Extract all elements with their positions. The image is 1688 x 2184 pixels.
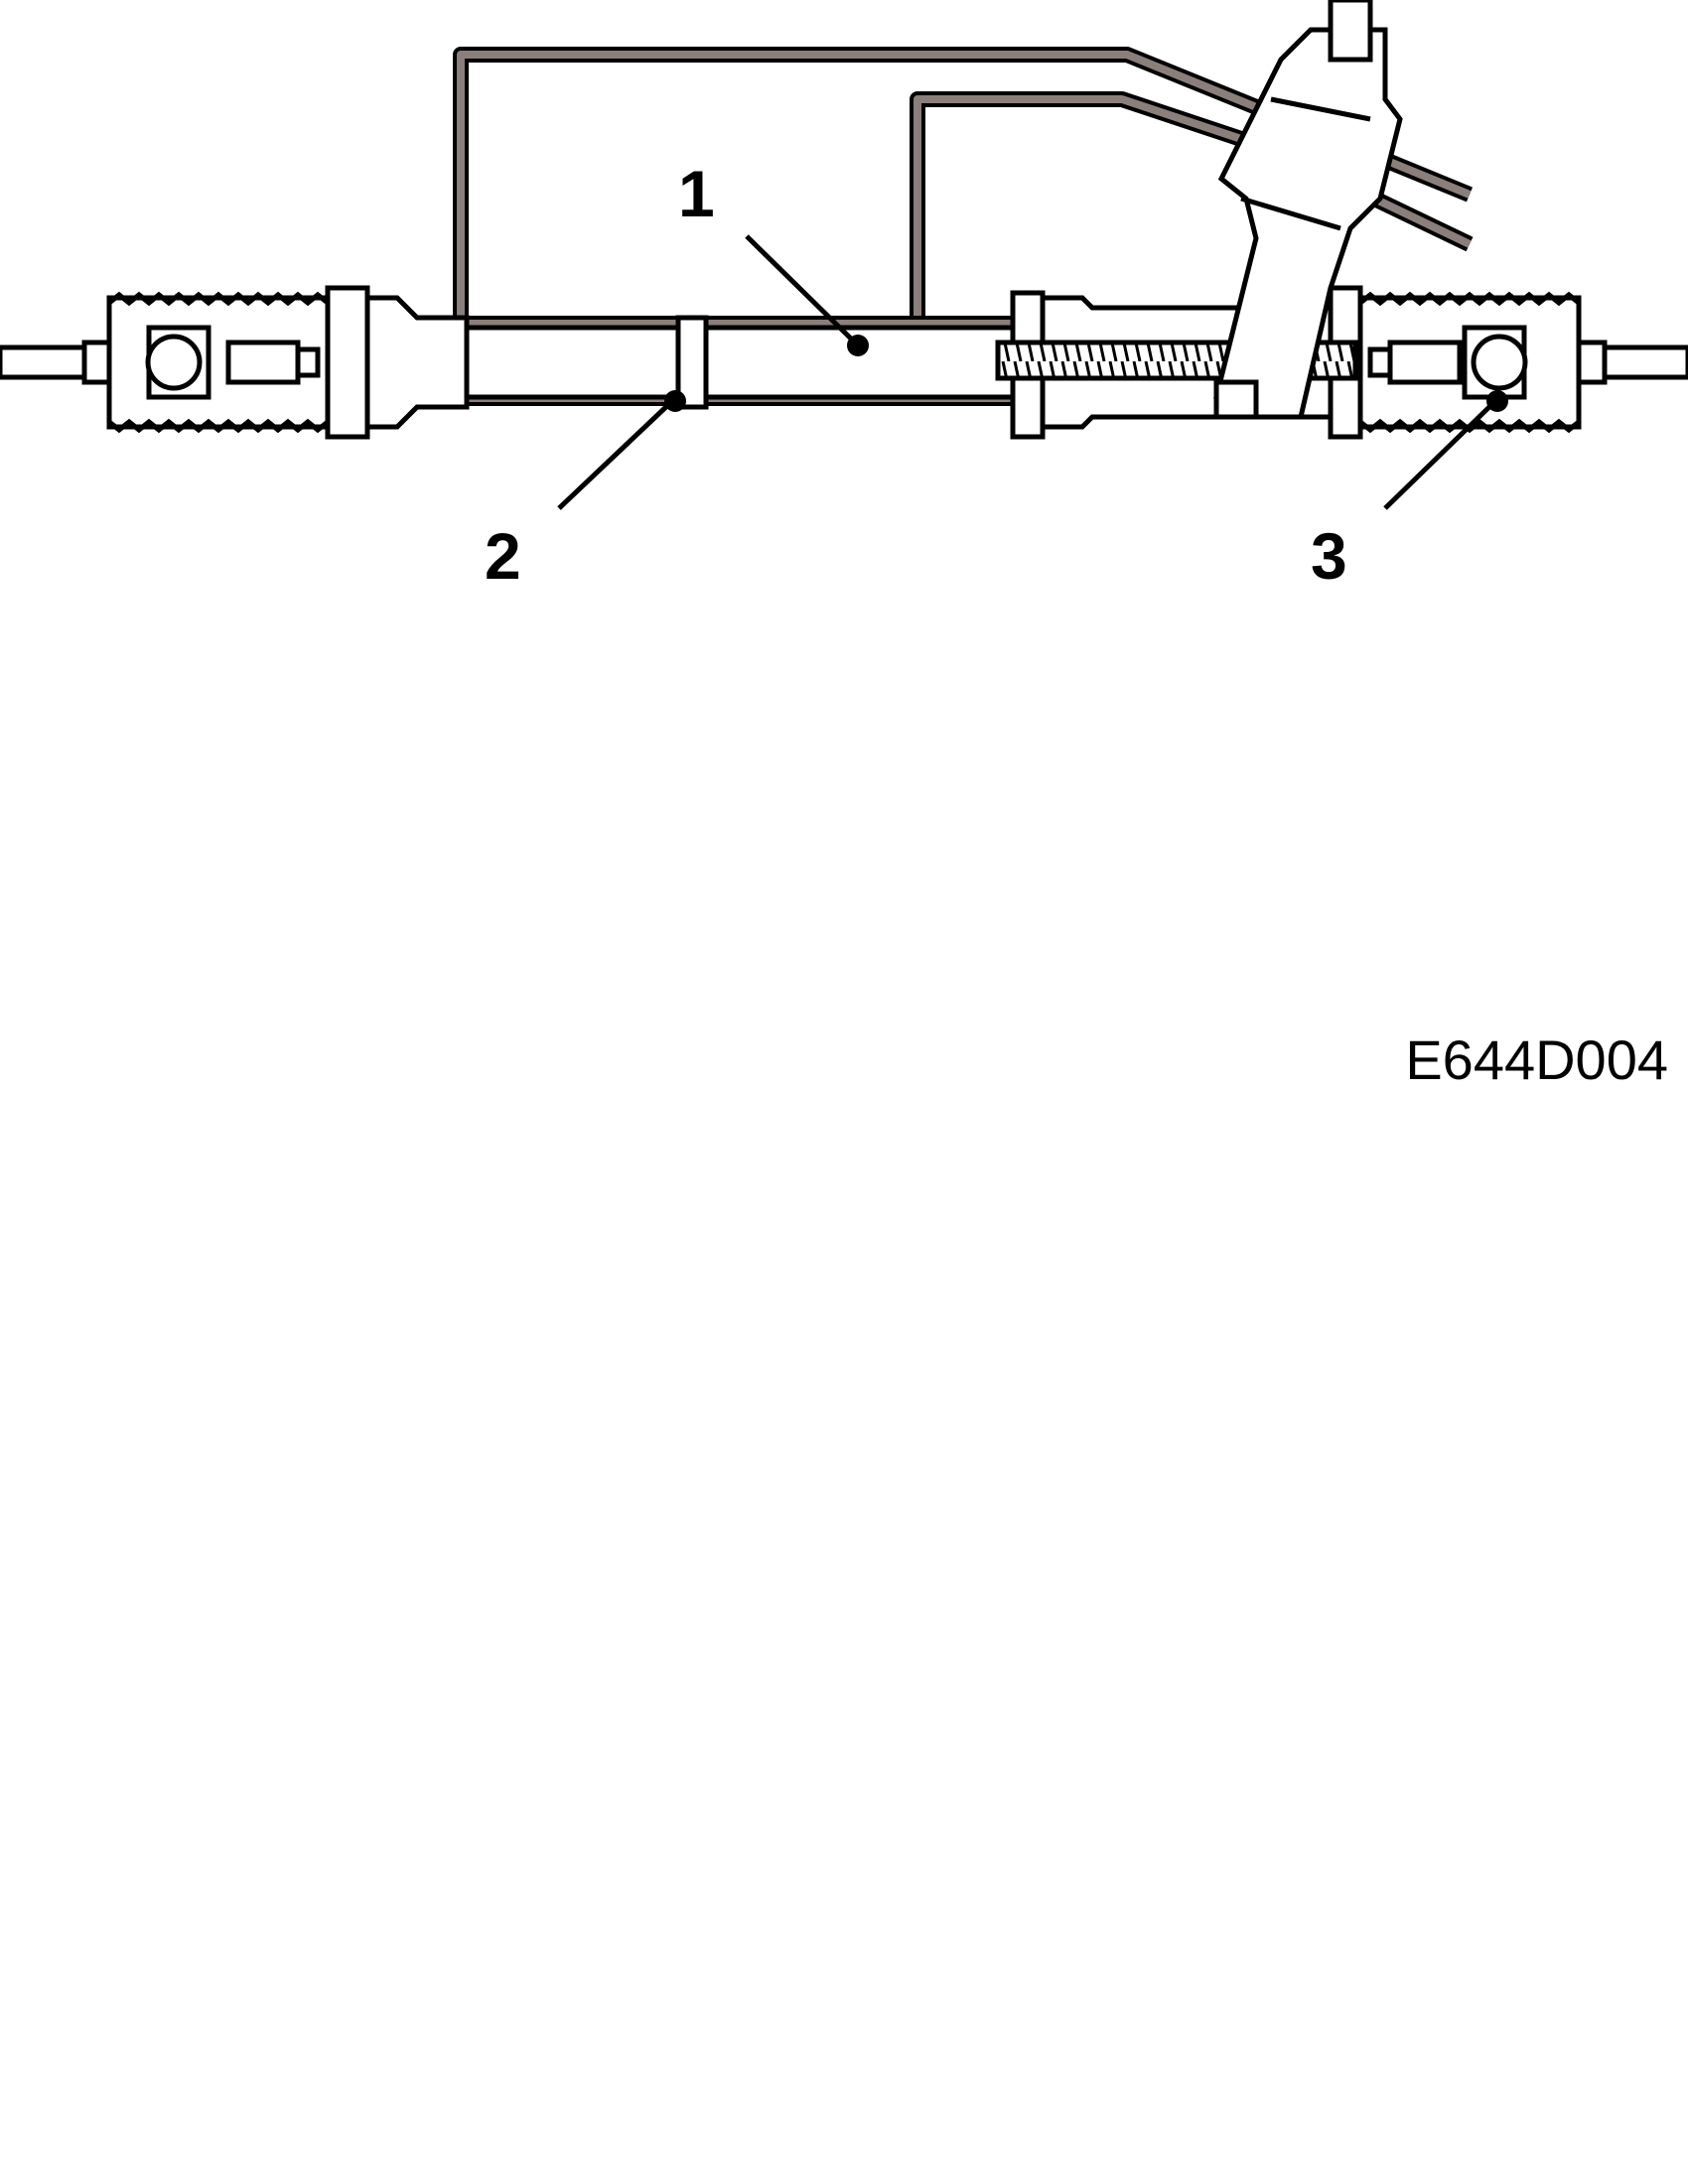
callout-1: 1: [678, 157, 715, 230]
callout-2: 2: [485, 519, 521, 593]
leader-dot-3: [1486, 390, 1508, 412]
leader-lines: [557, 234, 1496, 510]
left-bellows-boot: [106, 291, 331, 434]
leader-dot-1: [847, 335, 869, 356]
figure-code: E644D004: [1405, 1028, 1668, 1091]
piston: [675, 315, 709, 410]
tie-rods: [0, 340, 1688, 385]
leader-line-3: [1383, 400, 1496, 510]
rack-housing: [464, 315, 1016, 410]
callout-3: 3: [1311, 519, 1347, 593]
leader-dot-2: [664, 390, 686, 412]
leader-dots: [664, 335, 1508, 412]
leader-line-2: [557, 400, 673, 510]
leader-line-1: [745, 234, 858, 345]
left-housing-flange: [325, 285, 470, 440]
pinion-valve-housing: [1213, 0, 1403, 420]
right-bellows-boot: [1357, 291, 1582, 434]
